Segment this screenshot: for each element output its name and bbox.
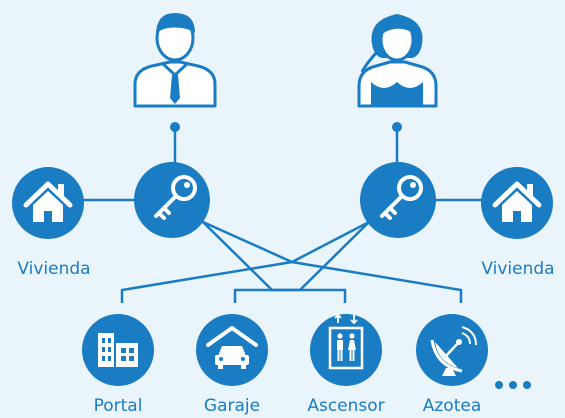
home-label-right: Vivienda xyxy=(481,259,555,279)
connector-key1-azotea xyxy=(202,220,463,303)
area-node-portal xyxy=(82,314,154,386)
key-node-left xyxy=(134,162,210,238)
home-label-left: Vivienda xyxy=(17,259,91,279)
area-label-ascensor: Ascensor xyxy=(307,396,385,416)
man-user-icon xyxy=(133,13,217,108)
key-node-right xyxy=(360,162,436,238)
home-node-left xyxy=(12,167,84,239)
connector-lines xyxy=(78,127,485,303)
connector-key2-portal xyxy=(120,220,370,303)
area-label-portal: Portal xyxy=(93,396,143,416)
area-label-azotea: Azotea xyxy=(422,396,482,416)
house-icon xyxy=(23,181,73,222)
woman-user-icon xyxy=(357,14,438,108)
connector-key1-ascensor xyxy=(202,221,347,303)
junction-dot xyxy=(170,122,180,132)
home-node-right xyxy=(481,167,553,239)
elevator-icon xyxy=(328,313,364,370)
area-node-garaje xyxy=(196,314,268,386)
area-node-ascensor xyxy=(310,313,382,386)
satellite-dish-icon xyxy=(430,326,477,376)
connector-key2-garaje xyxy=(233,221,370,303)
house-icon xyxy=(492,181,542,222)
building-icon xyxy=(98,333,138,367)
area-label-garaje: Garaje xyxy=(203,396,261,416)
junction-dot xyxy=(392,122,402,132)
garage-car-icon xyxy=(206,326,258,369)
ellipsis-icon xyxy=(495,381,531,389)
area-node-azotea xyxy=(416,314,488,386)
key-icon xyxy=(154,175,197,220)
key-icon xyxy=(380,175,423,220)
